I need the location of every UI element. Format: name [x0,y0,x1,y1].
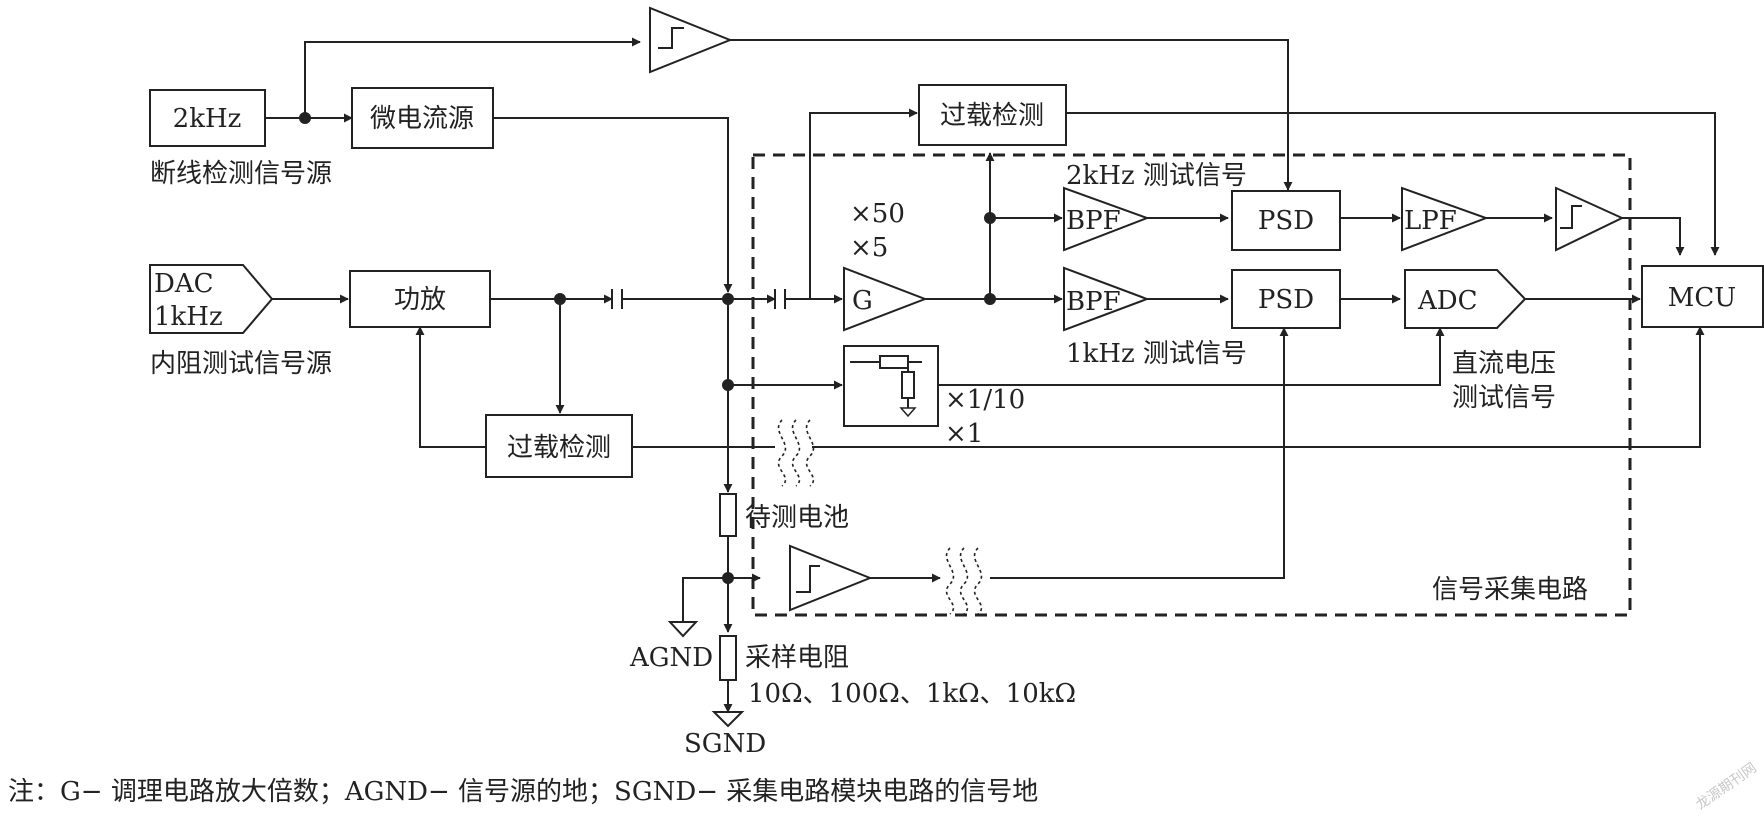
gain-x5-label: ×5 [850,233,888,263]
oscillator-2khz-label: 2kHz [173,104,242,134]
dac-frequency-label: 1kHz [154,302,223,332]
resistance-source-label: 内阻测试信号源 [150,349,332,379]
mcu-block: MCU [1641,265,1764,328]
signal-2khz-label: 2kHz 测试信号 [1066,161,1247,191]
power-amp-block: 功放 [349,270,491,328]
sgnd-label: SGND [684,729,766,759]
micro-current-source-block: 微电流源 [351,87,494,149]
bpf-1k-label: BPF [1066,287,1121,317]
dc-voltage-label-2: 测试信号 [1452,383,1556,413]
resistor-values-label: 10Ω、100Ω、1kΩ、10kΩ [748,679,1076,709]
psd-1k-block: PSD [1231,269,1341,329]
right-comparator-symbol [1555,186,1625,252]
bpf-1k-symbol: BPF [1063,266,1150,332]
psd-2k-block: PSD [1231,190,1341,251]
adc-block: ADC [1404,269,1527,329]
overload-bottom-block: 过载检测 [485,414,633,478]
micro-current-source-label: 微电流源 [370,104,474,134]
adc-label: ADC [1417,286,1478,316]
bpf-2k-symbol: BPF [1063,186,1150,252]
bpf-2k-label: BPF [1066,206,1121,236]
dac-label: DAC [154,269,214,299]
divider-x1-label: ×1 [945,419,983,449]
break-detect-source-label: 断线检测信号源 [150,159,332,189]
junction-dots [299,112,996,584]
gain-amplifier-symbol: G [843,266,928,332]
oscillator-2khz-block: 2kHz [149,89,266,147]
overload-top-label: 过载检测 [940,101,1044,131]
overload-bottom-label: 过载检测 [507,433,611,463]
psd-2k-label: PSD [1258,206,1314,236]
wires [265,37,1720,713]
footnote: 注：G− 调理电路放大倍数；AGND− 信号源的地；SGND− 采集电路模块电路… [8,777,1038,807]
sampling-resistor-label: 采样电阻 [745,643,849,673]
agnd-label: AGND [629,643,713,673]
battery-amp-symbol [789,544,873,612]
gain-x50-label: ×50 [850,199,905,229]
overload-top-block: 过载检测 [918,84,1067,146]
psd-1k-label: PSD [1258,285,1314,315]
dac-block: DAC 1kHz [149,264,274,334]
mcu-label: MCU [1668,283,1736,313]
battery-symbol [719,493,737,537]
sampling-resistor-symbol [719,635,737,681]
sgnd-ground-icon [711,711,745,728]
watermark: 龙源期刊网 [1693,760,1760,813]
lpf-label: LPF [1404,206,1457,236]
dc-voltage-label-1: 直流电压 [1452,349,1556,379]
signal-1khz-label: 1kHz 测试信号 [1066,339,1247,369]
agnd-ground-icon [667,621,699,638]
power-amp-label: 功放 [394,285,446,315]
gain-label: G [852,286,873,316]
voltage-divider-block [843,345,939,427]
top-comparator-symbol [649,6,733,74]
battery-label: 待测电池 [745,503,849,533]
acquisition-circuit-label: 信号采集电路 [1432,575,1588,605]
lpf-symbol: LPF [1401,186,1489,252]
divider-x1-10-label: ×1/10 [945,385,1025,415]
